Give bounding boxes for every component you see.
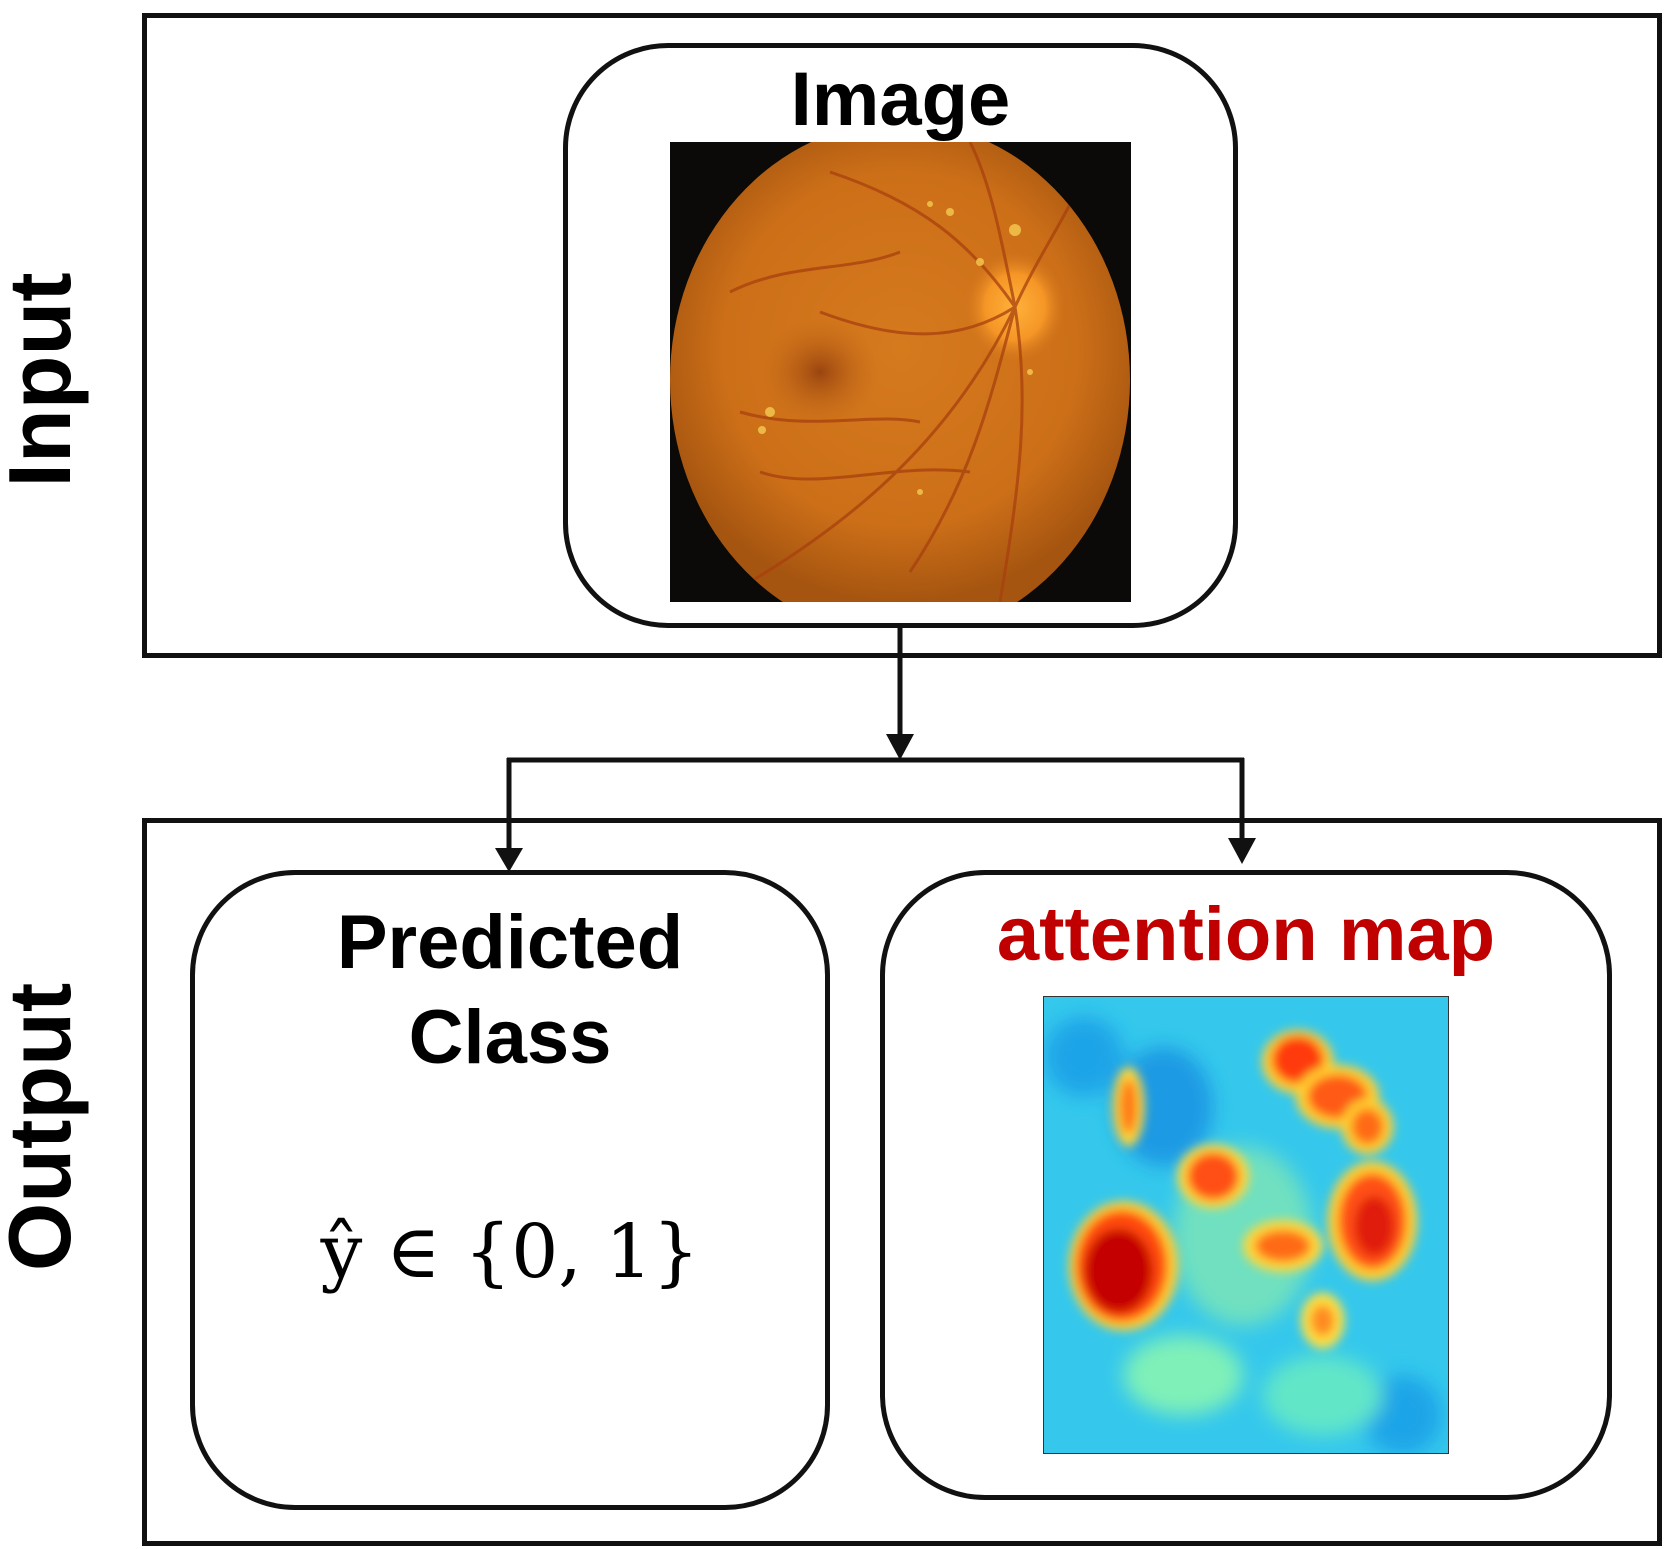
input-label: Input [0, 272, 89, 488]
attention-map-title: attention map [996, 892, 1496, 977]
predicted-class-title-line2: Class [408, 995, 612, 1080]
predicted-class-formula: ŷ ∈ {0, 1} [320, 1209, 700, 1295]
attention-map-box: attention map [880, 870, 1612, 1500]
predicted-class-title: Predicted Class [195, 895, 825, 1085]
arrow-down-icon [886, 734, 914, 760]
image-title: Image [790, 57, 1011, 142]
predicted-class-title-line1: Predicted [336, 900, 684, 985]
attention-heatmap-image [1043, 996, 1449, 1454]
predicted-class-box: Predicted Class [190, 870, 830, 1510]
output-label: Output [0, 982, 89, 1272]
fundus-image [670, 142, 1131, 602]
